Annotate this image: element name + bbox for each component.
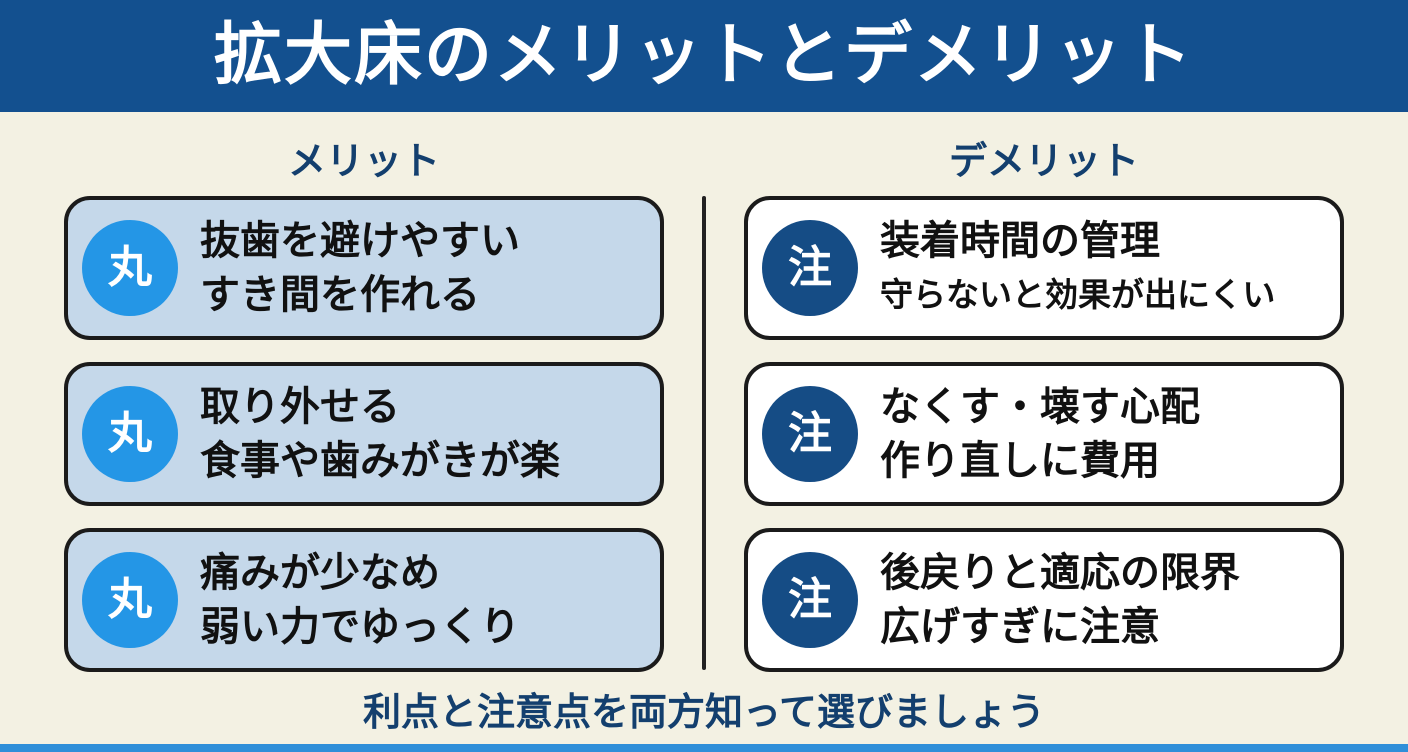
merit-badge: 丸	[82, 386, 178, 482]
demerit-heading: デメリット	[948, 139, 1139, 183]
demerit-card-title: 後戻りと適応の限界	[880, 550, 1240, 596]
demerit-badge: 注	[762, 552, 858, 648]
demerit-card-1: 注 装着時間の管理 守らないと効果が出にくい	[744, 196, 1344, 340]
merit-card-subtitle: すき間を作れる	[200, 272, 480, 318]
bottom-accent-bar	[0, 744, 1408, 752]
demerit-card-2: 注 なくす・壊す心配 作り直しに費用	[744, 362, 1344, 506]
merit-card-subtitle: 弱い力でゆっくり	[200, 604, 520, 650]
merit-card-title: 痛みが少なめ	[200, 550, 440, 596]
merit-badge: 丸	[82, 220, 178, 316]
demerit-card-title: 装着時間の管理	[880, 218, 1160, 264]
demerit-badge: 注	[762, 386, 858, 482]
merit-card-subtitle: 食事や歯みがきが楽	[200, 438, 560, 484]
demerit-card-subtitle: 作り直しに費用	[880, 438, 1160, 484]
demerit-card-subtitle: 広げすぎに注意	[880, 604, 1160, 650]
footer-message: 利点と注意点を両方知って選びましょう	[362, 690, 1046, 734]
merit-card-title: 取り外せる	[200, 384, 400, 430]
merit-card-3: 丸 痛みが少なめ 弱い力でゆっくり	[64, 528, 664, 672]
demerit-card-3: 注 後戻りと適応の限界 広げすぎに注意	[744, 528, 1344, 672]
merit-card-2: 丸 取り外せる 食事や歯みがきが楽	[64, 362, 664, 506]
column-divider	[702, 196, 706, 670]
page-title: 拡大床のメリットとデメリット	[213, 16, 1194, 95]
merit-card-1: 丸 抜歯を避けやすい すき間を作れる	[64, 196, 664, 340]
merit-card-title: 抜歯を避けやすい	[200, 218, 520, 264]
title-banner: 拡大床のメリットとデメリット	[0, 0, 1408, 112]
demerit-card-title: なくす・壊す心配	[880, 384, 1200, 430]
demerit-card-subtitle: 守らないと効果が出にくい	[880, 275, 1276, 314]
merit-heading: メリット	[287, 139, 440, 183]
merit-badge: 丸	[82, 552, 178, 648]
demerit-badge: 注	[762, 220, 858, 316]
